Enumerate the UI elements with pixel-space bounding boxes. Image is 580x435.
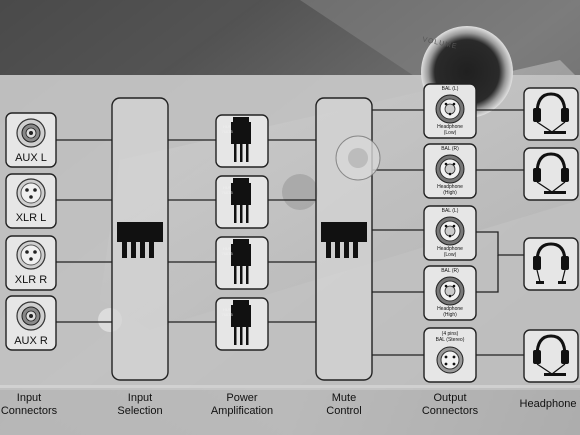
xlr-jack-icon bbox=[435, 94, 465, 124]
headphones-icon bbox=[533, 152, 569, 194]
input-selection-block bbox=[111, 97, 169, 381]
relay-icon bbox=[321, 222, 367, 258]
headphones-icon bbox=[533, 334, 569, 376]
transistor-model-prefix: HUF bbox=[222, 307, 232, 312]
input-aux-r-label: AUX R bbox=[14, 335, 48, 347]
input-aux-l[interactable] bbox=[5, 112, 57, 168]
output-4-bottom-label: Headphone (High) bbox=[424, 306, 476, 318]
output-bal-r-1[interactable] bbox=[423, 143, 477, 199]
output-type-label: Headphone bbox=[437, 306, 463, 312]
output-bal-l-2[interactable] bbox=[423, 205, 477, 261]
caption-headphone: Headphone bbox=[516, 398, 580, 411]
transistor-3-text: HUF 76633 bbox=[220, 246, 234, 256]
transistor-model-number: 76633 bbox=[221, 129, 233, 134]
headphone-4[interactable] bbox=[523, 329, 579, 383]
caption-line: Connectors bbox=[421, 405, 479, 417]
caption-input-selection: Input Selection bbox=[110, 392, 170, 418]
output-gain-label: (High) bbox=[443, 312, 457, 318]
xlr-jack-icon bbox=[435, 154, 465, 184]
output-pins-label: (4 pins) bbox=[441, 331, 459, 337]
output-gain-label: (Low) bbox=[443, 252, 457, 258]
input-xlr-r-label: XLR R bbox=[14, 274, 48, 286]
input-xlr-r[interactable] bbox=[5, 235, 57, 291]
headphones-icon bbox=[533, 92, 569, 134]
transistor-icon bbox=[231, 300, 251, 345]
xlr-jack-icon bbox=[16, 240, 46, 270]
output-3-bottom-label: Headphone (Low) bbox=[424, 246, 476, 258]
input-xlr-l-label: XLR L bbox=[15, 212, 47, 224]
output-connectors bbox=[423, 83, 477, 383]
transistor-model-number: 76633 bbox=[221, 190, 233, 195]
output-3-top-label: BAL (L) bbox=[441, 208, 459, 214]
output-bal-stereo[interactable] bbox=[423, 327, 477, 383]
mute-control-block bbox=[315, 97, 381, 381]
output-1-bottom-label: Headphone (Low) bbox=[424, 124, 476, 136]
output-bal-l-1[interactable] bbox=[423, 83, 477, 139]
input-aux-r[interactable] bbox=[5, 295, 57, 351]
xlr-jack-icon bbox=[435, 276, 465, 306]
output-gain-label: (Low) bbox=[443, 130, 457, 136]
power-amplification bbox=[215, 114, 269, 351]
caption-line: Output bbox=[433, 392, 467, 404]
transistor-3 bbox=[215, 236, 269, 290]
output-type-label: BAL (Stereo) bbox=[435, 337, 465, 343]
transistor-4-text: HUF 76633 bbox=[220, 307, 234, 317]
caption-line: Connectors bbox=[0, 405, 58, 417]
caption-input-connectors: Input Connectors bbox=[0, 392, 58, 418]
caption-line: Amplification bbox=[210, 405, 274, 417]
transistor-icon bbox=[231, 239, 251, 284]
caption-line: Control bbox=[326, 405, 362, 417]
headphones bbox=[523, 87, 579, 383]
headphone-2[interactable] bbox=[523, 147, 579, 201]
caption-line: Input bbox=[16, 392, 42, 404]
output-5-top-label: (4 pins) BAL (Stereo) bbox=[424, 331, 476, 343]
input-aux-l-label: AUX L bbox=[15, 152, 47, 164]
xlr-jack-icon bbox=[16, 178, 46, 208]
transistor-1-text: HUF 76633 bbox=[220, 124, 234, 134]
transistor-4 bbox=[215, 297, 269, 351]
transistor-icon bbox=[231, 178, 251, 223]
output-1-top-label: BAL (L) bbox=[441, 86, 459, 92]
transistor-icon bbox=[231, 117, 251, 162]
transistor-1 bbox=[215, 114, 269, 168]
caption-power-amplification: Power Amplification bbox=[204, 392, 280, 418]
output-2-bottom-label: Headphone (High) bbox=[424, 184, 476, 196]
headphones-icon bbox=[533, 242, 569, 284]
output-bal-r-2[interactable] bbox=[423, 265, 477, 321]
xlr-jack-icon bbox=[435, 216, 465, 246]
input-xlr-l[interactable] bbox=[5, 173, 57, 229]
caption-mute-control: Mute Control bbox=[314, 392, 374, 418]
headphone-3[interactable] bbox=[523, 237, 579, 291]
output-gain-label: (High) bbox=[443, 190, 457, 196]
rca-jack-icon bbox=[16, 301, 46, 331]
transistor-2 bbox=[215, 175, 269, 229]
caption-line: Headphone bbox=[519, 398, 577, 410]
transistor-2-text: HUF 76633 bbox=[220, 185, 234, 195]
caption-output-connectors: Output Connectors bbox=[414, 392, 486, 418]
caption-line: Mute bbox=[331, 392, 357, 404]
transistor-model-prefix: HUF bbox=[222, 185, 232, 190]
relay-icon bbox=[117, 222, 163, 258]
output-type-label: Headphone bbox=[437, 124, 463, 130]
input-connectors bbox=[5, 112, 57, 351]
caption-line: Power bbox=[226, 392, 258, 404]
output-4-top-label: BAL (R) bbox=[441, 268, 459, 274]
caption-line: Selection bbox=[117, 405, 163, 417]
rca-jack-icon bbox=[16, 118, 46, 148]
xlr-jack-icon bbox=[436, 346, 464, 374]
output-2-top-label: BAL (R) bbox=[441, 146, 459, 152]
transistor-model-number: 76633 bbox=[221, 312, 233, 317]
transistor-model-prefix: HUF bbox=[222, 124, 232, 129]
signal-lines bbox=[56, 109, 524, 356]
transistor-model-prefix: HUF bbox=[222, 246, 232, 251]
output-type-label: Headphone bbox=[437, 184, 463, 190]
headphone-1[interactable] bbox=[523, 87, 579, 141]
output-type-label: Headphone bbox=[437, 246, 463, 252]
caption-line: Input bbox=[127, 392, 153, 404]
transistor-model-number: 76633 bbox=[221, 251, 233, 256]
